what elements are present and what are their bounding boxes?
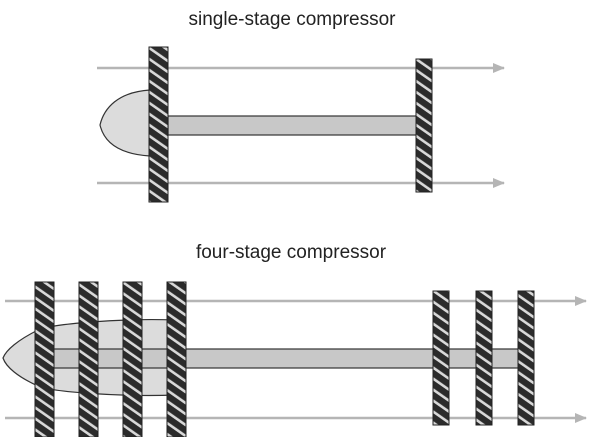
four-stage-front-rotor-blade xyxy=(166,281,187,437)
single-stage-title: single-stage compressor xyxy=(189,9,397,30)
single-stage-nose-cone xyxy=(99,89,151,157)
four-stage-front-rotor-blade xyxy=(122,281,143,437)
four-stage-front-rotor-blade xyxy=(34,281,55,437)
four-stage-rear-rotor-blades xyxy=(432,290,535,426)
four-stage-rear-rotor-blade xyxy=(432,290,450,426)
single-stage-rear-rotor-blade xyxy=(415,58,433,193)
four-stage-front-rotor-blade xyxy=(78,281,99,437)
single-stage-shaft xyxy=(167,115,419,136)
four-stage-front-rotor-blades xyxy=(34,281,187,437)
four-stage-shaft xyxy=(39,348,523,369)
four-stage-rear-rotor-blade xyxy=(475,290,493,426)
four-stage-rear-rotor-blade xyxy=(517,290,535,426)
four-stage-title: four-stage compressor xyxy=(196,242,387,263)
single-stage-front-rotor-blade xyxy=(148,46,169,203)
